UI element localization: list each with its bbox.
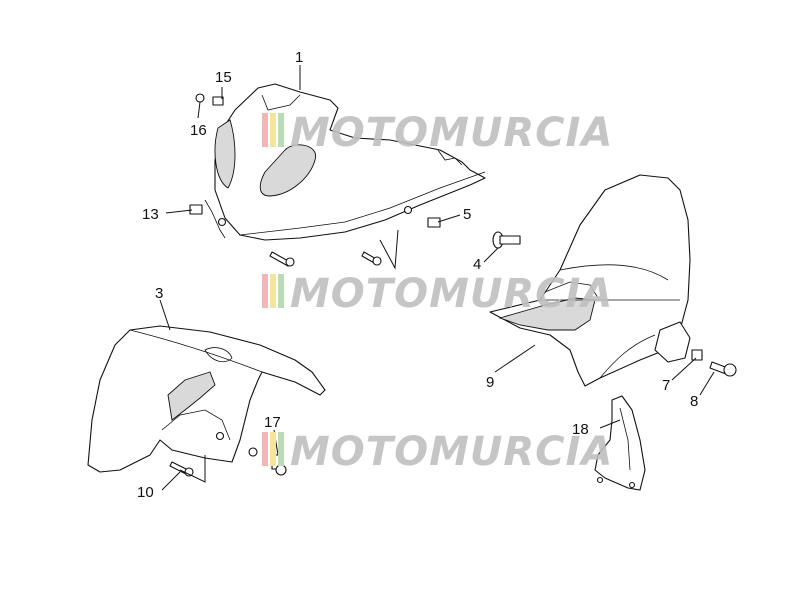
callout-3: 3 [155, 285, 163, 302]
callout-17: 17 [264, 414, 281, 431]
part-7-clip [691, 349, 703, 361]
part-1-inner-panel [204, 83, 486, 241]
part-10-screw [169, 461, 194, 477]
part-3-front-fender [87, 325, 326, 473]
watermark-text: MOTOMURCIA [290, 110, 613, 156]
callout-4: 4 [473, 256, 481, 273]
watermark-text: MOTOMURCIA [290, 429, 613, 475]
callout-13: 13 [142, 206, 159, 223]
leader-lines [159, 65, 715, 491]
callout-5: 5 [463, 206, 471, 223]
callout-18: 18 [572, 421, 589, 438]
callout-15: 15 [215, 69, 232, 86]
watermark-middle: MOTOMURCIA [262, 271, 613, 317]
callout-8: 8 [690, 393, 698, 410]
part-18-bracket [594, 395, 646, 491]
part-4-pin [492, 231, 521, 249]
watermark-text: MOTOMURCIA [290, 271, 613, 317]
callout-labels: 1 15 16 13 5 4 3 9 7 8 17 18 10 [137, 49, 698, 501]
part-8-screw [709, 361, 737, 377]
callout-1: 1 [295, 49, 303, 66]
callout-16: 16 [190, 122, 207, 139]
fasteners-part-1 [189, 93, 441, 267]
callout-10: 10 [137, 484, 154, 501]
part-9-rear-mudguard [489, 174, 691, 387]
callout-9: 9 [486, 374, 494, 391]
watermark-bottom: MOTOMURCIA [262, 429, 613, 475]
callout-7: 7 [662, 377, 670, 394]
watermark-top: MOTOMURCIA [262, 110, 613, 156]
